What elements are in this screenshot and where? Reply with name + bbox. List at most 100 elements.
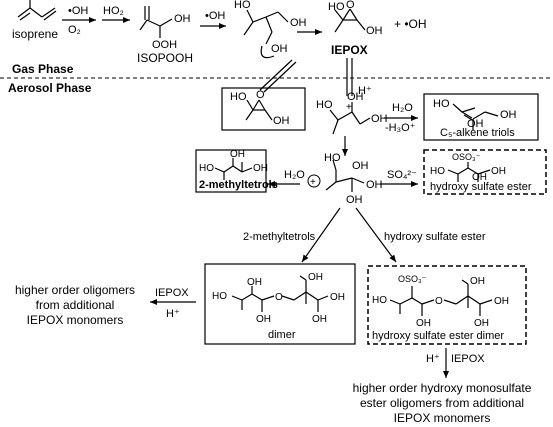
protonated-plus: + xyxy=(346,102,352,113)
radical-intermediate-structure xyxy=(243,9,289,59)
h2o-mid: H₂O xyxy=(284,169,305,181)
dimer-oh-top-left: OH xyxy=(247,277,262,288)
oh-radical-1: •OH xyxy=(68,5,88,17)
carbocation-charge xyxy=(307,174,321,188)
branch-left-label: 2-methyltetrols xyxy=(243,231,316,243)
bottom-oligomers-line3: IEPOX monomers xyxy=(394,411,491,425)
dimer-structure xyxy=(231,275,329,312)
protonated-oh: OH xyxy=(347,91,364,103)
protonated-ho: HO xyxy=(316,99,333,111)
alkene-triols-box xyxy=(423,93,539,141)
hplus-top: H⁺ xyxy=(358,85,372,97)
intermediate-ho: HO xyxy=(234,0,251,11)
sulfate-ester-structure xyxy=(447,162,491,182)
dimer-o-bridge: O xyxy=(275,292,283,303)
isopooh-ooh: OOH xyxy=(152,39,177,51)
isopooh-label: ISOPOOH xyxy=(137,51,193,65)
dimer-box xyxy=(204,263,356,345)
intermediate-oh: OH xyxy=(290,17,307,29)
aerosol-iepox-oh: OH xyxy=(273,115,290,127)
sulfate-ester-oh-right: OH xyxy=(491,166,506,177)
protonated-epoxide-structure xyxy=(329,102,371,135)
sulfate-dimer-oh-top: OH xyxy=(470,276,485,287)
aerosol-iepox-structure xyxy=(245,99,273,121)
sulfate-ester-oso3: OSO₃⁻ xyxy=(452,152,481,162)
partition-double-arrow-right xyxy=(346,58,353,96)
iepox-bottom-label: IEPOX xyxy=(451,353,485,365)
carbocation-oh: OH xyxy=(352,160,369,172)
bottom-oligomers-line1: higher order hydroxy monosulfate xyxy=(353,381,532,395)
aerosol-phase-label: Aerosol Phase xyxy=(8,81,92,95)
sulfate-dimer-ho: HO xyxy=(372,295,387,306)
carbocation-oh-right: OH xyxy=(366,179,383,191)
iepox-o: O xyxy=(346,0,355,11)
so4-label: SO₄²⁻ xyxy=(387,169,417,181)
aerosol-iepox-box xyxy=(221,87,306,131)
isopooh-structure xyxy=(139,6,173,38)
carbocation-structure xyxy=(325,159,365,192)
iepox-left-label: IEPOX xyxy=(155,287,189,299)
alkene-oh-bottom: OH xyxy=(467,118,484,130)
left-oligomers-line1: higher order oligomers xyxy=(15,283,135,297)
alkene-triols-structure xyxy=(452,103,499,130)
protonated-oh-right: OH xyxy=(371,113,388,125)
alkene-oh-right: OH xyxy=(500,109,517,121)
sulfate-ester-label: hydroxy sulfate ester xyxy=(430,181,532,193)
arrow-branch-left xyxy=(301,207,341,263)
alkene-ho: HO xyxy=(433,98,450,110)
methyltetrols-structure xyxy=(214,158,253,180)
left-oligomers-line2: from additional xyxy=(36,298,115,312)
sulfate-ester-oh-bottom: OH xyxy=(472,172,487,183)
branch-right-label: hydroxy sulfate ester xyxy=(384,231,486,243)
methyltetrols-box xyxy=(195,149,267,193)
iepox-ho: HO xyxy=(328,1,345,13)
methyltetrols-label: 2-methyltetrols xyxy=(199,179,278,191)
isopooh-oh: OH xyxy=(174,13,191,25)
aerosol-iepox-ho: HO xyxy=(230,91,247,103)
isoprene-structure xyxy=(17,0,57,21)
h2o-top: H₂O xyxy=(392,102,413,114)
intermediate-oh-radical: OH xyxy=(271,43,288,55)
plus-oh-label: + •OH xyxy=(394,17,427,31)
hplus-bottom-label: H⁺ xyxy=(426,353,440,365)
hplus-left-label: H⁺ xyxy=(166,308,180,320)
h3o-minus: -H₃O⁺ xyxy=(385,122,416,134)
sulfate-dimer-box xyxy=(367,265,527,345)
dimer-oh-bottom-left: OH xyxy=(256,314,271,325)
ho2-label: HO₂ xyxy=(103,5,124,17)
carbocation-oh-bottom: OH xyxy=(346,194,363,206)
dimer-oh-right: OH xyxy=(330,292,345,303)
sulfate-dimer-o-bridge: O xyxy=(435,296,443,307)
sulfate-dimer-oh-right: OH xyxy=(494,296,509,307)
gas-phase-label: Gas Phase xyxy=(12,62,74,76)
dimer-oh-bottom-right: OH xyxy=(312,314,327,325)
partition-double-arrow-left xyxy=(259,59,297,93)
isoprene-label: isoprene xyxy=(12,27,58,41)
sulfate-dimer-structure xyxy=(389,279,493,316)
oh-radical-2: •OH xyxy=(205,10,225,22)
sulfate-dimer-oh-bottom-left: OH xyxy=(416,318,431,329)
sulfate-dimer-oh-bottom-right: OH xyxy=(474,318,489,329)
bottom-oligomers-line2: ester oligomers from additional xyxy=(360,396,524,410)
alkene-triols-label: C₅-alkene triols xyxy=(440,127,515,139)
methyltetrols-ho: HO xyxy=(199,163,214,174)
arrow-branch-right xyxy=(355,207,397,263)
sulfate-dimer-oso3: OSO₃⁻ xyxy=(398,274,427,284)
iepox-oh: OH xyxy=(366,25,383,37)
dimer-label: dimer xyxy=(268,329,296,341)
iepox-structure xyxy=(334,8,366,33)
methyltetrols-oh-top: OH xyxy=(230,149,245,160)
sulfate-ester-box xyxy=(423,149,547,195)
dimer-oh-top-right: OH xyxy=(308,272,323,283)
left-oligomers-line3: IEPOX monomers xyxy=(27,313,124,327)
aerosol-iepox-o: O xyxy=(256,89,265,101)
sulfate-dimer-label: hydroxy sulfate ester dimer xyxy=(372,330,504,342)
iepox-label: IEPOX xyxy=(331,43,368,57)
carbocation-ho: HO xyxy=(324,152,341,164)
o2-label: O₂ xyxy=(68,24,81,36)
methyltetrols-oh-right: OH xyxy=(253,163,268,174)
carbocation-plus: + xyxy=(310,177,316,188)
dimer-ho: HO xyxy=(212,291,227,302)
sulfate-ester-ho: HO xyxy=(430,166,445,177)
